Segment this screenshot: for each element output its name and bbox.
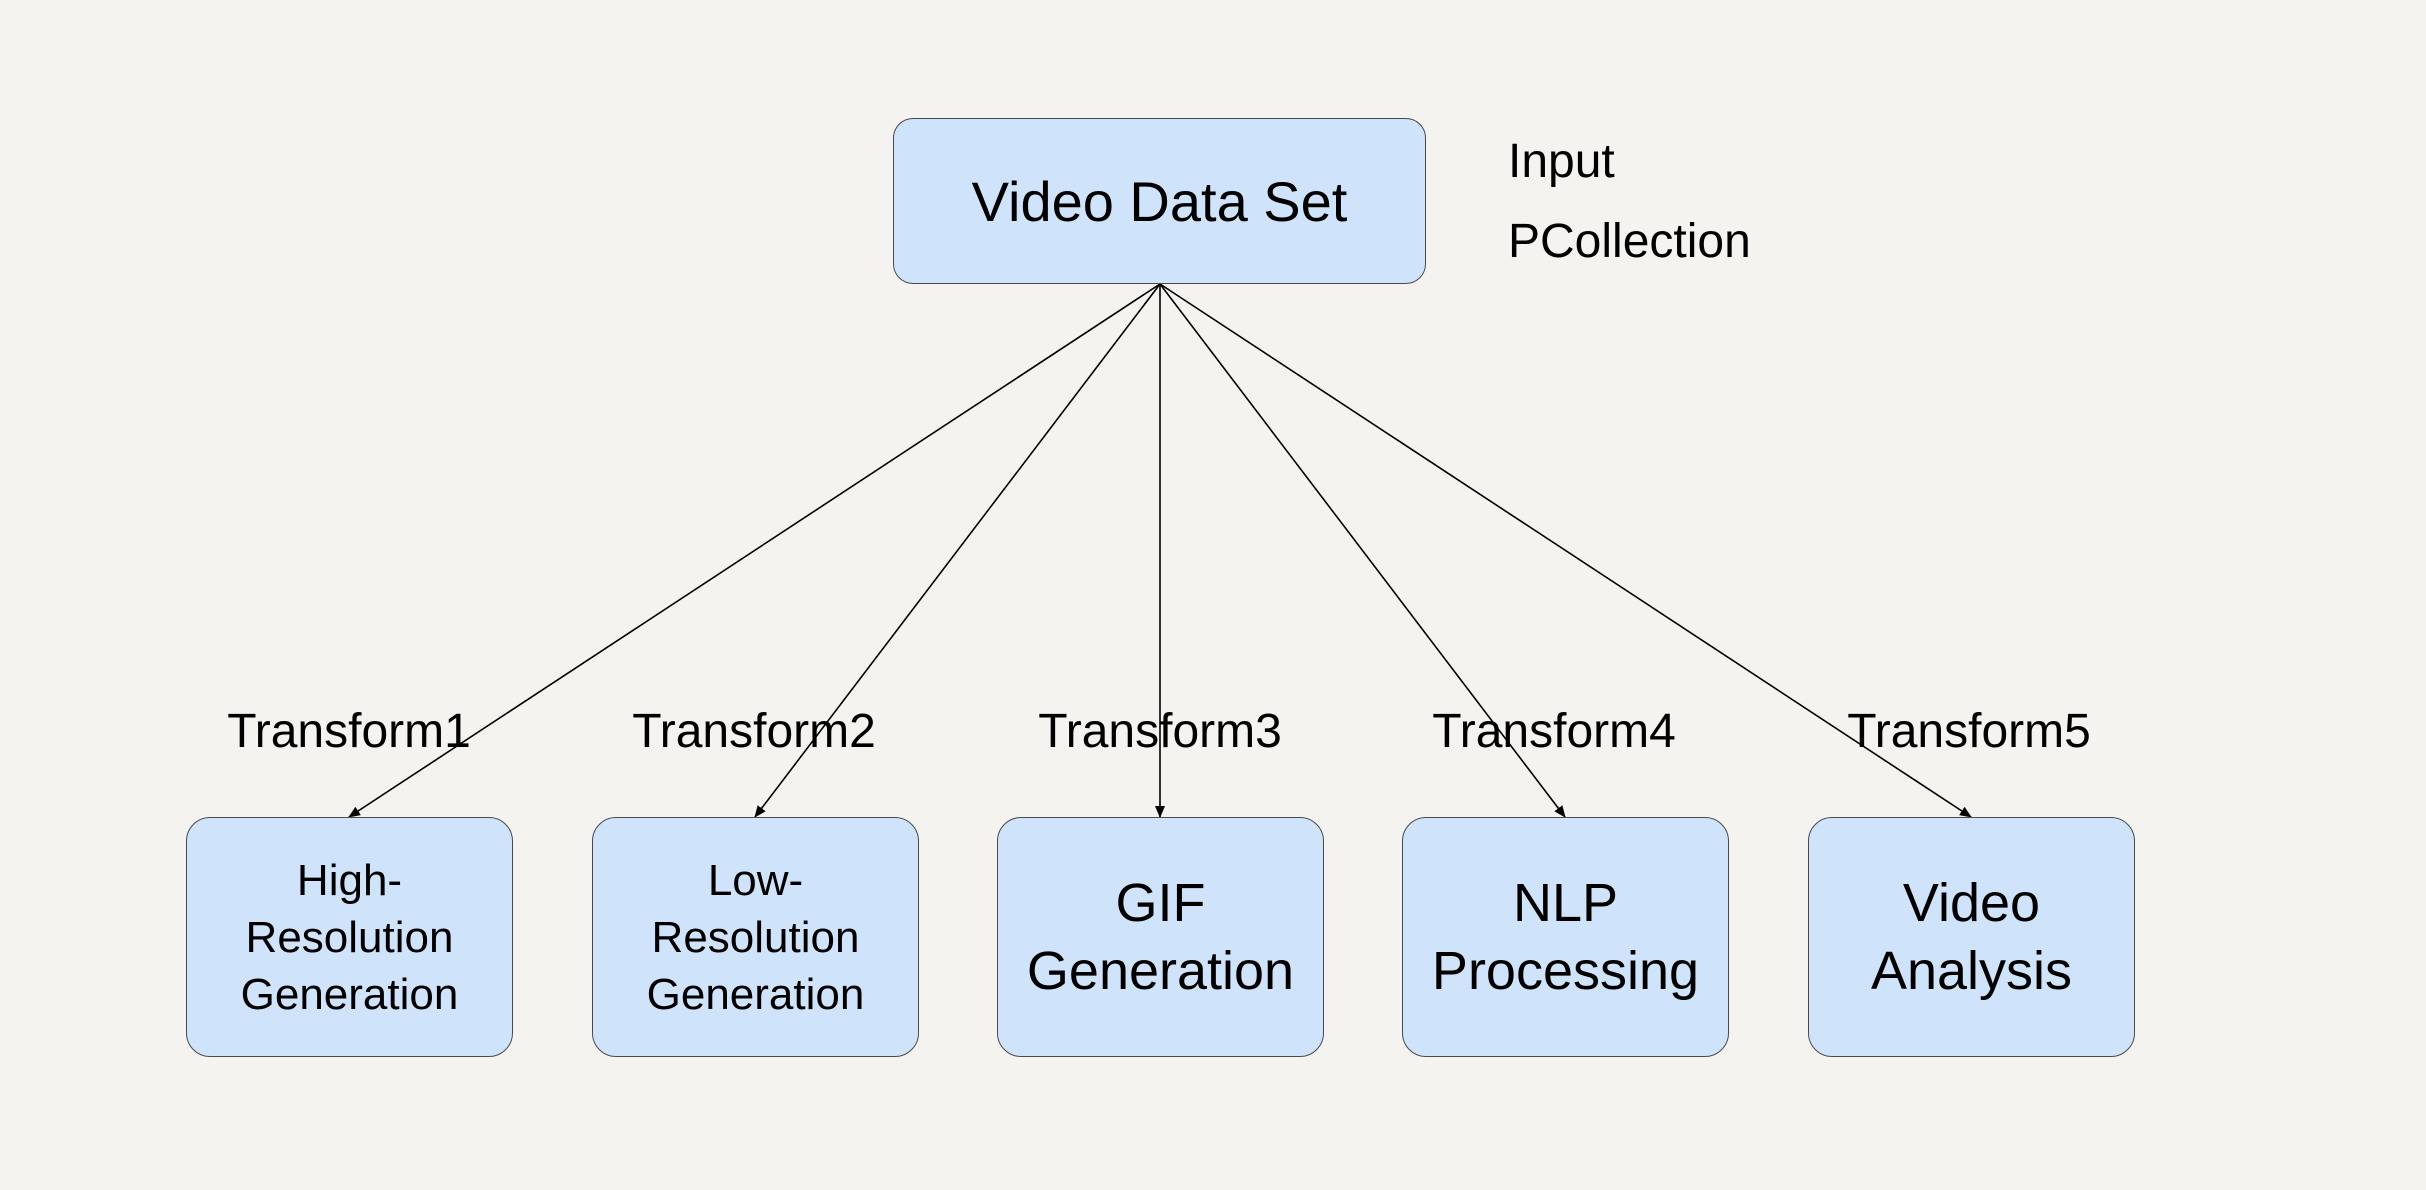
transform3-label: Transform3 [1038,705,1282,758]
high-resolution-generation-node: High-Resolution Generation [186,817,513,1057]
edge-transform2 [754,283,1161,818]
edge-transform5 [1159,283,1972,818]
high-resolution-generation-label: High-Resolution Generation [240,855,459,1019]
input-annotation: Input [1508,135,1615,188]
video-data-set-label: Video Data Set [971,169,1348,233]
video-data-set-node: Video Data Set [893,118,1426,284]
video-analysis-label: Video Analysis [1870,873,2073,1001]
low-resolution-generation-label: Low-Resolution Generation [646,855,865,1019]
nlp-processing-node: NLP Processing [1402,817,1729,1057]
gif-generation-label: GIF Generation [1026,873,1295,1001]
edge-transform4 [1159,283,1566,818]
gif-generation-node: GIF Generation [997,817,1324,1057]
transform5-label: Transform5 [1847,705,2091,758]
pcollection-annotation: PCollection [1508,215,1751,268]
transform4-label: Transform4 [1432,705,1676,758]
low-resolution-generation-node: Low-Resolution Generation [592,817,919,1057]
transform2-label: Transform2 [632,705,876,758]
nlp-processing-label: NLP Processing [1431,873,1700,1001]
edge-transform1 [348,283,1161,818]
video-analysis-node: Video Analysis [1808,817,2135,1057]
transform1-label: Transform1 [227,705,471,758]
